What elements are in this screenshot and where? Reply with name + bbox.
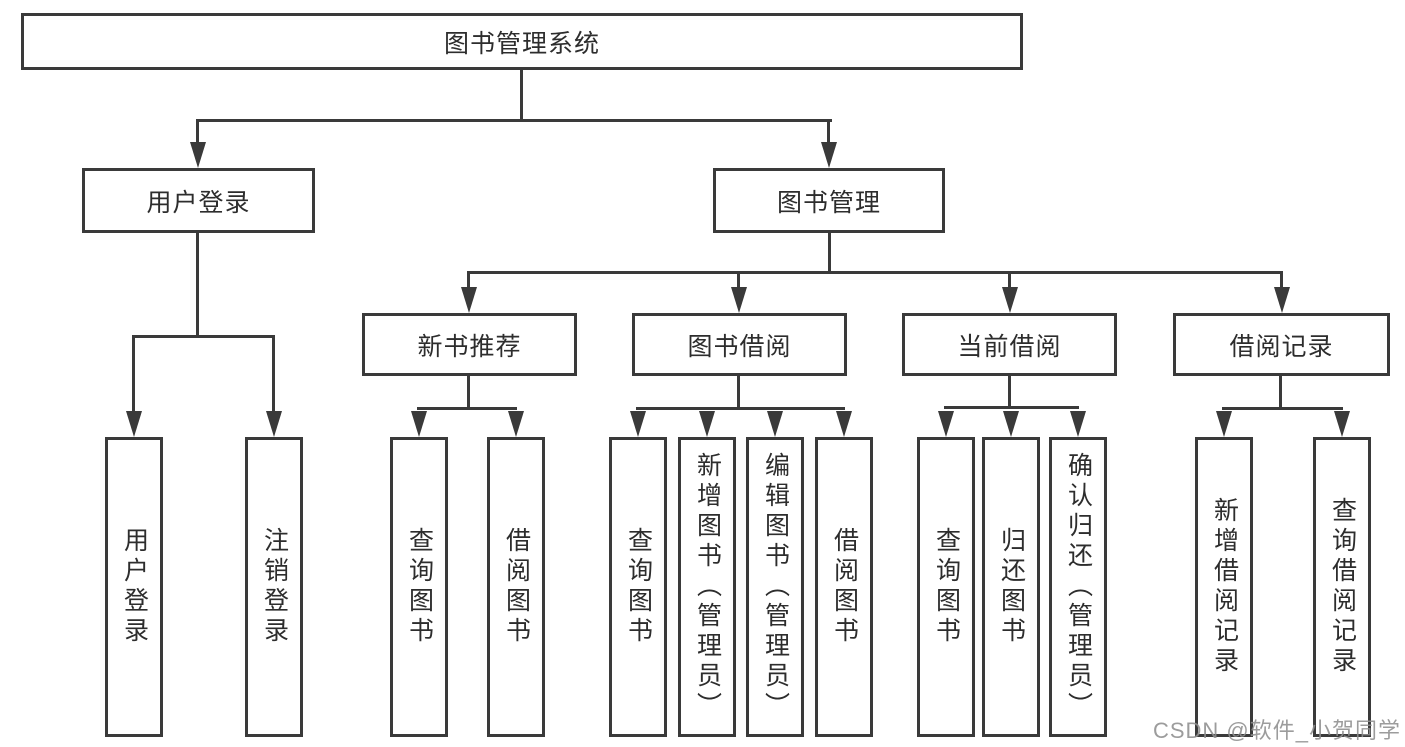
connector-bookmgmt-stub-1 — [467, 271, 470, 297]
node-label: 图书管理 — [776, 188, 881, 217]
connector-records-vline — [1279, 376, 1282, 410]
leaf-query-borrow-record: 查询借阅记录 — [1313, 437, 1371, 737]
leaf-edit-books-admin: 编辑图书（管理员） — [746, 437, 804, 737]
arrow-down-icon — [126, 411, 142, 437]
connector-userlogin-vline — [196, 233, 199, 337]
leaf-logout: 注销登录 — [245, 437, 303, 737]
arrow-down-icon — [1334, 411, 1350, 437]
connector-bookmgmt-vline — [828, 233, 831, 273]
connector-bookmgmt-stub-3 — [1008, 271, 1011, 297]
connector-recommend-hline — [417, 407, 517, 410]
node-library-management-system: 图书管理系统 — [21, 13, 1023, 70]
leaf-label: 确认归还（管理员） — [1064, 452, 1093, 722]
node-new-book-recommendation: 新书推荐 — [362, 313, 577, 376]
arrow-down-icon — [508, 411, 524, 437]
leaf-label: 新增图书（管理员） — [693, 452, 722, 722]
leaf-label: 查询借阅记录 — [1328, 497, 1357, 677]
leaf-label: 注销登录 — [260, 527, 289, 647]
arrow-down-icon — [1274, 287, 1290, 313]
connector-userlogin-stub-left — [132, 335, 135, 417]
leaf-add-borrow-record: 新增借阅记录 — [1195, 437, 1253, 737]
arrow-down-icon — [190, 142, 206, 168]
arrow-down-icon — [821, 142, 837, 168]
leaf-borrow-books-recommend: 借阅图书 — [487, 437, 545, 737]
node-borrowing-records: 借阅记录 — [1173, 313, 1390, 376]
connector-userlogin-hline — [132, 335, 275, 338]
connector-root-hline — [196, 119, 832, 122]
connector-recommend-vline — [467, 376, 470, 410]
arrow-down-icon — [938, 411, 954, 437]
leaf-borrow-books: 借阅图书 — [815, 437, 873, 737]
node-label: 借阅记录 — [1229, 332, 1334, 361]
arrow-down-icon — [1070, 411, 1086, 437]
node-label: 图书管理系统 — [443, 29, 600, 58]
node-label: 当前借阅 — [957, 332, 1062, 361]
leaf-user-login: 用户登录 — [105, 437, 163, 737]
arrow-down-icon — [266, 411, 282, 437]
connector-userlogin-stub-right — [272, 335, 275, 417]
connector-borrowing-vline — [737, 376, 740, 410]
leaf-label: 用户登录 — [120, 527, 149, 647]
leaf-query-books-recommend: 查询图书 — [390, 437, 448, 737]
leaf-label: 编辑图书（管理员） — [761, 452, 790, 722]
leaf-query-books-borrow: 查询图书 — [609, 437, 667, 737]
connector-bookmgmt-stub-4 — [1280, 271, 1283, 297]
arrow-down-icon — [836, 411, 852, 437]
leaf-confirm-return-admin: 确认归还（管理员） — [1049, 437, 1107, 737]
leaf-label: 查询图书 — [624, 527, 653, 647]
node-label: 用户登录 — [146, 188, 251, 217]
leaf-label: 借阅图书 — [502, 527, 531, 647]
node-book-borrowing: 图书借阅 — [632, 313, 847, 376]
arrow-down-icon — [731, 287, 747, 313]
leaf-add-books-admin: 新增图书（管理员） — [678, 437, 736, 737]
node-label: 图书借阅 — [687, 332, 792, 361]
arrow-down-icon — [1002, 287, 1018, 313]
connector-records-hline — [1222, 407, 1343, 410]
leaf-label: 借阅图书 — [830, 527, 859, 647]
connector-current-hline — [944, 406, 1079, 409]
connector-root-stub-left — [196, 119, 199, 153]
connector-root-vline — [520, 69, 523, 122]
watermark: CSDN @软件_小贺同学 — [1152, 718, 1401, 743]
connector-root-stub-right — [827, 119, 830, 153]
node-current-borrowing: 当前借阅 — [902, 313, 1117, 376]
connector-borrowing-hline — [636, 407, 845, 410]
arrow-down-icon — [767, 411, 783, 437]
leaf-label: 查询图书 — [405, 527, 434, 647]
arrow-down-icon — [699, 411, 715, 437]
leaf-label: 新增借阅记录 — [1210, 497, 1239, 677]
node-user-login: 用户登录 — [82, 168, 315, 233]
connector-bookmgmt-hline — [467, 271, 1283, 274]
arrow-down-icon — [630, 411, 646, 437]
arrow-down-icon — [461, 287, 477, 313]
arrow-down-icon — [411, 411, 427, 437]
arrow-down-icon — [1216, 411, 1232, 437]
node-label: 新书推荐 — [417, 332, 522, 361]
arrow-down-icon — [1003, 411, 1019, 437]
leaf-label: 查询图书 — [932, 527, 961, 647]
leaf-return-books: 归还图书 — [982, 437, 1040, 737]
connector-current-vline — [1008, 376, 1011, 409]
node-book-management: 图书管理 — [713, 168, 945, 233]
leaf-label: 归还图书 — [997, 527, 1026, 647]
connector-bookmgmt-stub-2 — [737, 271, 740, 297]
leaf-query-books-current: 查询图书 — [917, 437, 975, 737]
